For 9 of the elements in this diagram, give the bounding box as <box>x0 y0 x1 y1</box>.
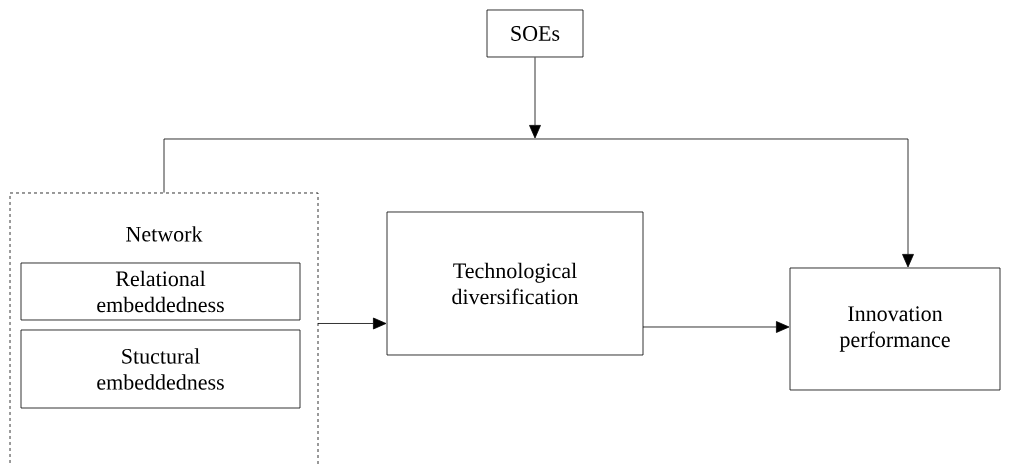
variable-box: Relational embeddedness <box>20 262 301 321</box>
arrow <box>529 57 541 139</box>
moderator-box: SOEs <box>486 9 584 58</box>
mediator-box: Technological diversification <box>386 211 644 356</box>
outcome-box: Innovation performance <box>789 267 1001 391</box>
arrow <box>642 321 790 333</box>
variable-box: Stuctural embeddedness <box>20 329 301 409</box>
arrow <box>163 138 914 268</box>
arrow <box>317 317 387 330</box>
